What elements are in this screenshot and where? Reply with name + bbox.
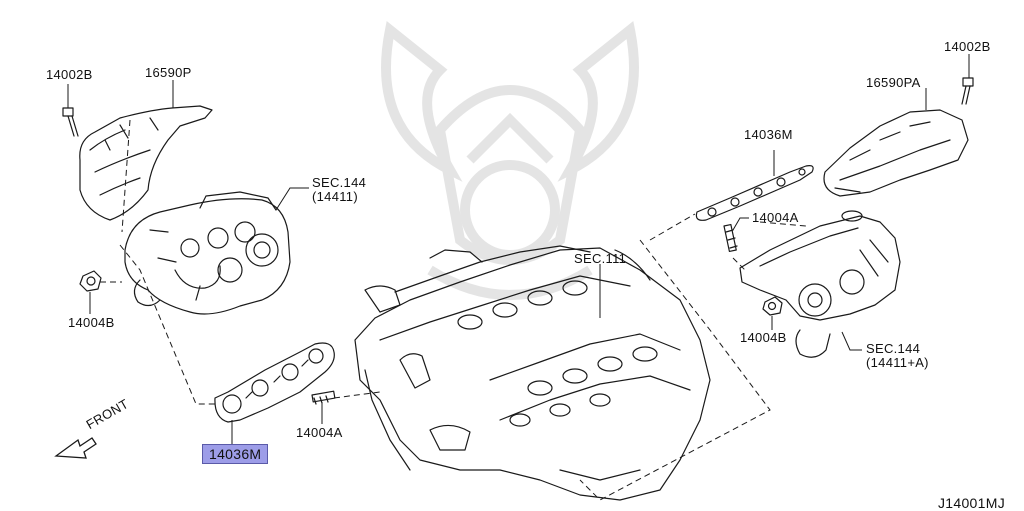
- section-ref-sec111[interactable]: SEC.111: [574, 251, 627, 266]
- part-label-14036m-left-highlighted[interactable]: 14036M: [202, 444, 269, 464]
- part-label-14002b-left[interactable]: 14002B: [46, 67, 93, 82]
- right-stud-14004a: [723, 223, 738, 253]
- right-nut-14004b: [762, 296, 783, 316]
- part-label-16590pa[interactable]: 16590PA: [866, 75, 921, 90]
- left-turbo-manifold: [124, 191, 291, 315]
- right-gasket-14036m: [695, 165, 814, 221]
- left-nut-14004b: [79, 270, 102, 292]
- part-label-14004b-right[interactable]: 14004B: [740, 330, 787, 345]
- part-label-16590p[interactable]: 16590P: [145, 65, 192, 80]
- right-heat-insulator: [823, 109, 969, 197]
- samurai-helmet-logo: [381, 20, 639, 300]
- left-bolt-14002b: [62, 107, 79, 137]
- left-heat-insulator: [79, 105, 213, 221]
- left-gasket-14036m: [214, 342, 335, 423]
- right-bolt-14002b: [961, 77, 974, 105]
- part-label-14004a-left[interactable]: 14004A: [296, 425, 343, 440]
- front-arrow: [54, 437, 97, 459]
- section-ref-sec144-left[interactable]: SEC.144: [312, 175, 367, 190]
- section-ref-14411-a: (14411+A): [866, 355, 929, 370]
- right-turbo-manifold: [739, 210, 901, 358]
- figure-id: J14001MJ: [938, 495, 1005, 511]
- alignment-lines: [100, 119, 807, 501]
- engine-block: [354, 245, 711, 501]
- part-label-14002b-right[interactable]: 14002B: [944, 39, 991, 54]
- left-stud-14004a: [311, 390, 336, 405]
- leader-lines: [67, 54, 970, 444]
- part-label-14036m-right[interactable]: 14036M: [744, 127, 793, 142]
- part-label-14004b-left[interactable]: 14004B: [68, 315, 115, 330]
- section-ref-14411: (14411): [312, 189, 358, 204]
- section-ref-sec144-right[interactable]: SEC.144: [866, 341, 921, 356]
- part-label-14004a-right[interactable]: 14004A: [752, 210, 799, 225]
